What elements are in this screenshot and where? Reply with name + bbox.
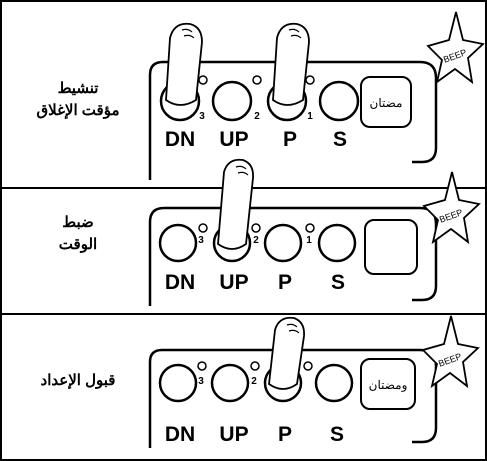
finger-icon (165, 22, 203, 106)
led-label-3: 3 (198, 235, 204, 246)
led-label-2: 2 (254, 111, 260, 122)
fingernail-icon (235, 165, 249, 176)
step-label-1: تنشيط مؤقت الإغلاق (8, 78, 148, 122)
panel-3: ومضتان 3 2 DN UP P S BEEP (148, 315, 480, 448)
up-button[interactable] (211, 80, 253, 122)
s-label: S (331, 271, 345, 294)
dn-button[interactable] (158, 223, 198, 263)
step-label-line: مؤقت الإغلاق (36, 102, 120, 119)
fingernail-icon (286, 323, 300, 334)
p-label: P (278, 423, 292, 446)
beep-star-icon (426, 11, 485, 85)
led-label-3: 3 (199, 111, 205, 122)
fingernail-icon (181, 28, 195, 39)
step-label-line: الوقت (58, 236, 98, 253)
up-label: UP (219, 271, 248, 294)
step-label-3: قبول الإعداد (8, 370, 148, 392)
fingernail-icon (288, 28, 302, 39)
display-text: ومضتان (369, 378, 408, 392)
s-button[interactable] (318, 80, 360, 122)
led-3 (198, 75, 208, 85)
panel-2: 3 2 1 DN UP P S BEEP (148, 158, 481, 306)
beep-star-icon (422, 171, 481, 245)
p-label: P (283, 128, 297, 151)
step-label-line: تنشيط (57, 80, 99, 97)
led-label-2: 2 (253, 235, 259, 246)
finger-icon (217, 158, 254, 250)
led-1 (305, 75, 315, 85)
s-label: S (330, 423, 344, 446)
display-box (360, 76, 412, 128)
up-label: UP (219, 423, 248, 446)
s-button[interactable] (314, 363, 354, 403)
p-label: P (278, 271, 292, 294)
step-label-2: ضبط الوقت (8, 212, 148, 256)
beep-star-icon (421, 315, 480, 389)
dn-label: DN (165, 128, 195, 151)
led-label-1: 1 (307, 111, 313, 122)
dn-button[interactable] (158, 363, 198, 403)
step-label-line: قبول الإعداد (40, 372, 116, 389)
finger-icon (272, 22, 310, 106)
s-button[interactable] (317, 223, 357, 263)
led-2 (252, 75, 262, 85)
led-3 (198, 223, 208, 233)
led-1 (305, 223, 315, 233)
dn-label: DN (165, 423, 195, 446)
step-label-line: ضبط (62, 214, 94, 231)
up-button[interactable] (210, 363, 250, 403)
dn-label: DN (165, 271, 195, 294)
led-2 (250, 361, 260, 371)
display-box (364, 219, 418, 275)
s-label: S (333, 128, 347, 151)
led-label-1: 1 (306, 235, 312, 246)
p-button[interactable] (263, 223, 303, 263)
led-2 (251, 223, 261, 233)
up-label: UP (219, 128, 248, 151)
display-box (360, 358, 416, 410)
device-outline (148, 60, 438, 180)
display-text: مضتان (370, 96, 403, 110)
led-3 (197, 361, 207, 371)
panel-1: مضتان 3 2 1 DN UP P S BEEP (148, 11, 485, 180)
led-label-3: 3 (198, 376, 204, 387)
led-1 (303, 361, 313, 371)
finger-icon (268, 316, 305, 390)
led-label-2: 2 (251, 376, 257, 387)
